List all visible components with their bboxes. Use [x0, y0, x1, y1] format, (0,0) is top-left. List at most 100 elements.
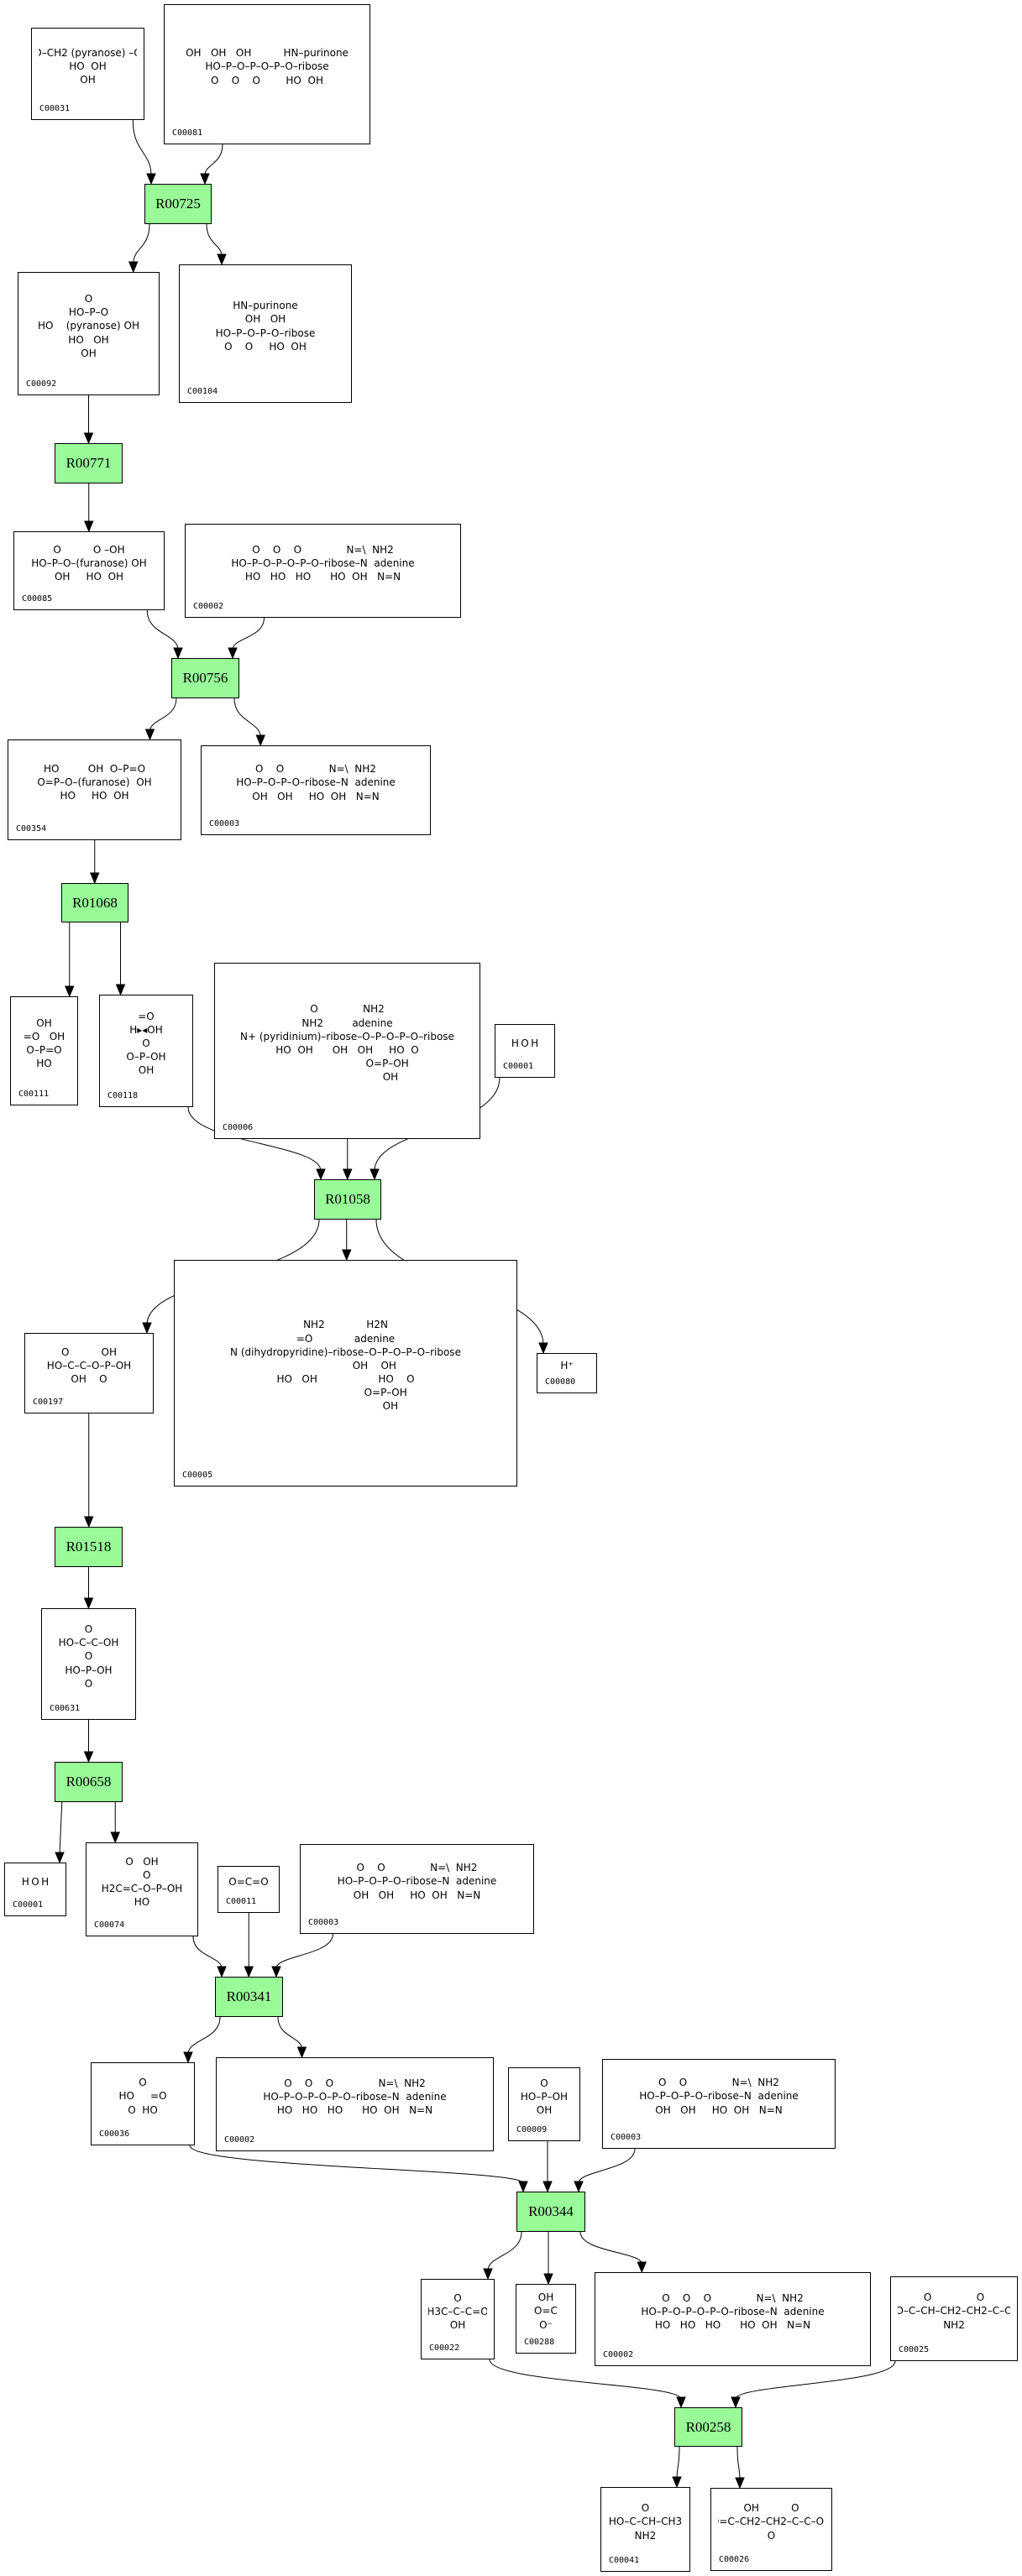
- arrowhead: [200, 173, 210, 185]
- compound-id: C00118: [107, 1091, 139, 1100]
- compound-id: C00104: [187, 387, 218, 396]
- compound-id: C00002: [603, 2350, 634, 2359]
- compound-node[interactable]: HO–CH2 (pyranose) –OH HO OH OH C00031: [31, 28, 144, 120]
- compound-node[interactable]: O O O N=\ NH2 HO–P–O–P–O–P–O–ribose–N ad…: [185, 524, 461, 618]
- arrowhead: [173, 647, 183, 660]
- compound-id: C00002: [224, 2135, 255, 2145]
- structure-drawing: OH O=C O⁻: [534, 2291, 558, 2331]
- compound-node[interactable]: =O H▸◂OH O O–P–OH OH C00118: [99, 995, 193, 1107]
- reaction-node[interactable]: R00344: [516, 2192, 585, 2232]
- structure-drawing: H O H: [511, 1037, 539, 1049]
- arrowhead: [115, 984, 126, 996]
- compound-id: C00025: [899, 2345, 930, 2354]
- reaction-node[interactable]: R01518: [55, 1527, 123, 1567]
- reaction-node[interactable]: R00725: [144, 184, 212, 224]
- compound-node[interactable]: O O HO–C–CH–CH2–CH2–C–OH NH2 C00025: [890, 2276, 1018, 2361]
- reaction-node[interactable]: R00771: [55, 443, 123, 483]
- arrowhead: [84, 520, 94, 533]
- compound-node[interactable]: O O O N=\ NH2 HO–P–O–P–O–P–O–ribose–N ad…: [216, 2057, 494, 2151]
- compound-node[interactable]: OH O=C O⁻ C00288: [516, 2284, 576, 2354]
- compound-node[interactable]: O O N=\ NH2 HO–P–O–P–O–ribose–N adenine …: [602, 2059, 836, 2149]
- compound-node[interactable]: HO OH O–P=O O=P–O–(furanose) OH HO HO OH…: [8, 739, 181, 840]
- compound-node[interactable]: O NH2 NH2 adenine N+ (pyridinium)–ribose…: [214, 963, 480, 1139]
- compound-id: C00085: [22, 594, 53, 604]
- compound-node[interactable]: O HO–P–O HO (pyranose) OH HO OH OH C0009…: [18, 272, 160, 395]
- compound-node[interactable]: O O N=\ NH2 HO–P–O–P–O–ribose–N adenine …: [300, 1844, 534, 1934]
- compound-node[interactable]: O H3C–C–C=O OH C00022: [421, 2279, 495, 2359]
- edge-C00002a-R00756: [232, 617, 265, 651]
- structure-drawing: H O H: [21, 1875, 50, 1888]
- structure-drawing: O NH2 NH2 adenine N+ (pyridinium)–ribose…: [240, 1003, 454, 1084]
- compound-node[interactable]: OH O O=C–CH2–CH2–C–C–OH O C00026: [710, 2488, 832, 2571]
- compound-id: C00092: [26, 379, 57, 389]
- arrowhead: [110, 1831, 120, 1844]
- compound-node[interactable]: HN–purinone OH OH HO–P–O–P–O–ribose O O …: [179, 264, 352, 403]
- structure-drawing: H⁺: [560, 1361, 574, 1371]
- arrowhead: [538, 1342, 548, 1355]
- compound-id: C00354: [16, 824, 47, 833]
- arrowhead: [637, 2261, 647, 2274]
- arrowhead: [244, 1966, 254, 1978]
- arrowhead: [296, 2046, 307, 2059]
- arrowhead: [83, 432, 94, 445]
- arrowhead: [144, 729, 155, 741]
- compound-node[interactable]: H⁺ C00080: [537, 1353, 597, 1393]
- reaction-node[interactable]: R00258: [674, 2407, 742, 2447]
- structure-drawing: O O N=\ NH2 HO–P–O–P–O–ribose–N adenine …: [337, 1862, 497, 1901]
- structure-drawing: O HO =O O HO: [118, 2077, 167, 2116]
- reaction-node[interactable]: R00658: [55, 1762, 123, 1802]
- compound-node[interactable]: O O N=\ NH2 HO–P–O–P–O–ribose–N adenine …: [201, 745, 431, 835]
- structure-drawing: OH OH OH HN–purinone HO–P–O–P–O–P–O–ribo…: [186, 47, 349, 86]
- compound-id: C00080: [545, 1377, 576, 1387]
- compound-node[interactable]: O O –OH HO–P–O–(furanose) OH OH HO OH C0…: [13, 531, 165, 610]
- edge-C00036-R00344: [189, 2145, 524, 2184]
- compound-node[interactable]: H O H C00001: [495, 1024, 555, 1078]
- arrowhead: [369, 1168, 380, 1181]
- compound-node[interactable]: O HO–P–OH OH C00009: [508, 2067, 580, 2141]
- edge-R00756-C00003a: [233, 698, 261, 738]
- compound-id: C00631: [50, 1704, 81, 1713]
- compound-node[interactable]: O OH HO–C–C–O–P–OH OH O C00197: [24, 1333, 154, 1413]
- edge-C00003b-R00341: [275, 1933, 333, 1969]
- arrowhead: [146, 173, 156, 185]
- reaction-node[interactable]: R00756: [171, 658, 239, 698]
- structure-drawing: OH =O OH O–P=O HO: [23, 1016, 66, 1070]
- structure-drawing: O HO–C–CH–CH3 NH2: [608, 2502, 683, 2542]
- compound-node[interactable]: O O O N=\ NH2 HO–P–O–P–O–P–O–ribose–N ad…: [595, 2272, 871, 2366]
- compound-id: C00022: [429, 2343, 460, 2353]
- compound-node[interactable]: OH =O OH O–P=O HO C00111: [10, 996, 78, 1105]
- compound-node[interactable]: H O H C00001: [4, 1863, 66, 1916]
- structure-drawing: O O N=\ NH2 HO–P–O–P–O–ribose–N adenine …: [639, 2077, 799, 2116]
- compound-id: C00081: [172, 128, 203, 138]
- reaction-node[interactable]: R01068: [61, 883, 128, 922]
- edge-R00344-C00022: [487, 2231, 522, 2271]
- structure-drawing: O O N=\ NH2 HO–P–O–P–O–ribose–N adenine …: [236, 763, 396, 802]
- compound-id: C00003: [209, 819, 240, 828]
- arrowhead: [128, 261, 139, 274]
- compound-node[interactable]: O HO–C–CH–CH3 NH2 C00041: [600, 2487, 690, 2572]
- compound-id: C00001: [503, 1062, 534, 1071]
- arrowhead: [90, 872, 100, 885]
- arrowhead: [217, 1966, 227, 1978]
- compound-node[interactable]: NH2 H2N =O adenine N (dihydropyridine)–r…: [174, 1260, 517, 1487]
- arrowhead: [542, 2181, 553, 2193]
- edge-C00081-R00725: [204, 144, 223, 176]
- compound-node[interactable]: O=C=O C00011: [218, 1866, 280, 1913]
- arrowhead: [65, 985, 75, 998]
- compound-node[interactable]: O HO =O O HO C00036: [91, 2062, 195, 2145]
- arrowhead: [228, 647, 238, 660]
- edge-R00725-C00104: [206, 223, 223, 257]
- reaction-node[interactable]: R01058: [314, 1179, 381, 1220]
- compound-node[interactable]: OH OH OH HN–purinone HO–P–O–P–O–P–O–ribo…: [164, 4, 370, 144]
- structure-drawing: NH2 H2N =O adenine N (dihydropyridine)–r…: [230, 1319, 461, 1413]
- compound-node[interactable]: O HO–C–C–OH O HO–P–OH O C00631: [41, 1608, 136, 1720]
- compound-id: C00041: [609, 2556, 640, 2565]
- arrowhead: [518, 2181, 528, 2193]
- reaction-node[interactable]: R00341: [215, 1977, 283, 2017]
- arrowhead: [735, 2477, 745, 2490]
- compound-id: C00003: [308, 1918, 339, 1927]
- compound-id: C00111: [18, 1089, 50, 1099]
- edge-R00725-C00092: [133, 223, 150, 264]
- compound-node[interactable]: O OH O H2C=C–O–P–OH HO C00074: [86, 1842, 198, 1936]
